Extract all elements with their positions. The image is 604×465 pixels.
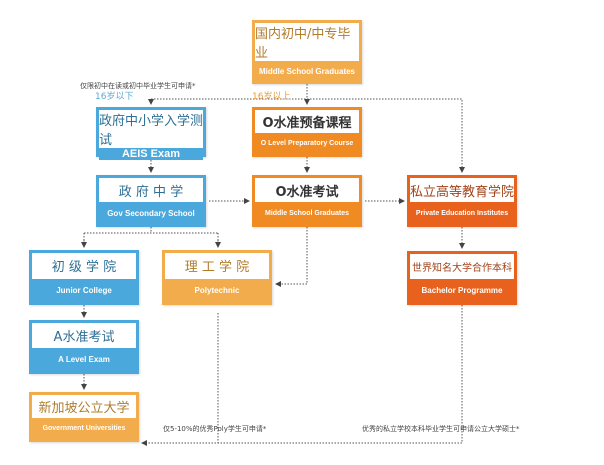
box-title-zh: 初 级 学 院 [32, 253, 136, 279]
box-title-zh: 私立高等教育学院 [410, 178, 514, 203]
box-title-en: Gov Secondary School [99, 202, 203, 224]
box-title-en: Middle School Graduates [255, 202, 359, 224]
box-title-zh: 理 工 学 院 [165, 253, 269, 279]
label-under-16: 16岁以下 [95, 92, 134, 102]
box-title-zh: A水准考试 [32, 323, 136, 349]
box-title-en: Bachelor Programme [410, 279, 514, 302]
box-title-en: Polytechnic [165, 278, 269, 302]
box-title-en: Junior College [32, 278, 136, 302]
box-title-en: A Level Exam [32, 348, 136, 371]
note-poly: 仅5-10%的优秀Poly学生可申请* [163, 425, 267, 433]
box-title-en: Government Universities [32, 418, 136, 439]
box-title-en: Middle School Graduates [255, 61, 359, 81]
box-title-zh: 世界知名大学合作本科 [410, 254, 514, 280]
box-title-zh: O水准考试 [255, 178, 359, 203]
note-top: 仅限初中在读或初中毕业学生可申请* [80, 82, 196, 90]
label-over-16: 16岁以上 [252, 92, 291, 102]
box-title-zh: 国内初中/中专毕业 [255, 23, 359, 61]
box-title-zh: 政府中小学入学测试 [99, 110, 203, 148]
box-title-zh: 政 府 中 学 [99, 178, 203, 203]
box-title-en: AEIS Exam [99, 148, 203, 160]
box-title-en: Private Education Institutes [410, 202, 514, 224]
box-title-zh: 新加坡公立大学 [32, 395, 136, 419]
box-title-zh: O水准预备课程 [255, 110, 359, 134]
note-private: 优秀的私立学校本科毕业学生可申请公立大学硕士* [362, 425, 520, 433]
box-title-en: O Level Preparatory Course [255, 133, 359, 154]
